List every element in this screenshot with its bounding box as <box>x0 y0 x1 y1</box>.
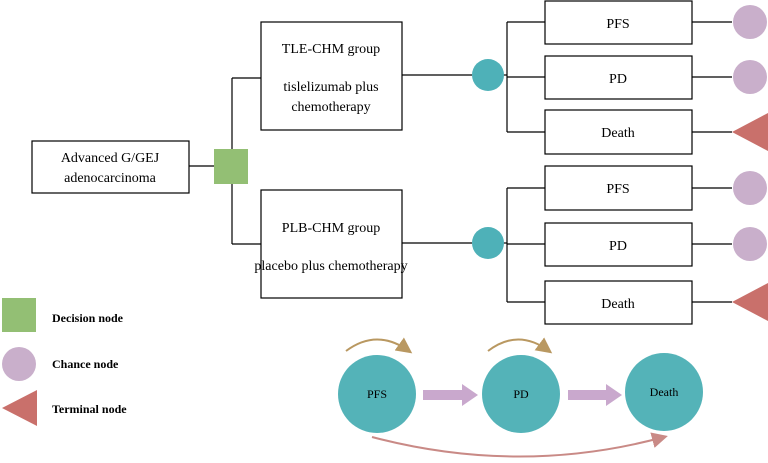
legend-label-chance: Chance node <box>52 357 119 371</box>
root-label-line1: Advanced G/GEJ <box>61 151 160 166</box>
terminal-triangle-icon <box>732 283 768 321</box>
legend: Decision node Chance node Terminal node <box>2 298 127 426</box>
arm-description-line1: placebo plus chemotherapy <box>254 259 407 274</box>
root-box <box>31 140 190 194</box>
chance-circle-icon <box>733 227 767 261</box>
terminal-markers <box>732 5 768 321</box>
chance-circle-icon <box>2 347 36 381</box>
transition-arc-pfs-death <box>371 432 668 458</box>
outcome-box <box>544 0 693 45</box>
outcome-box <box>544 280 693 325</box>
arm1-outcomes: PFS PD Death <box>544 0 693 155</box>
state-label-pd: PD <box>513 387 529 401</box>
chance-circle-icon <box>733 5 767 39</box>
state-label-pfs: PFS <box>367 387 387 401</box>
outcome-label: Death <box>601 297 634 312</box>
self-loop-arrow-pd <box>487 337 553 354</box>
arm-box <box>260 21 403 131</box>
state-node-pd <box>482 355 560 433</box>
arm-tle-chm: TLE-CHM group tislelizumab plus chemothe… <box>260 21 403 131</box>
state-node-pfs <box>338 355 416 433</box>
decision-square-icon <box>214 149 248 184</box>
outcome-box <box>544 222 693 267</box>
chance-circle-icon <box>733 171 767 205</box>
outcome-box <box>544 109 693 155</box>
arm-description-line2: chemotherapy <box>291 100 370 115</box>
root-label-line2: adenocarcinoma <box>64 171 157 186</box>
outcome-label: PD <box>609 239 627 254</box>
arm2-outcomes: PFS PD Death <box>544 165 693 325</box>
outcome-label: PD <box>609 72 627 87</box>
chance-circle-icon <box>472 227 504 259</box>
outcome-label: PFS <box>606 17 629 32</box>
arm-plb-chm: PLB-CHM group placebo plus chemotherapy <box>254 189 408 299</box>
chance-circle-icon <box>733 60 767 94</box>
decision-square-icon <box>2 298 36 332</box>
outcome-label: PFS <box>606 182 629 197</box>
transition-arrow-pd-death <box>568 384 622 406</box>
chance-circle-icon <box>472 59 504 91</box>
state-node-death <box>625 353 703 431</box>
markov-state-diagram: PFS PD Death <box>338 337 703 458</box>
outcome-label: Death <box>601 126 634 141</box>
arm-description-line1: tislelizumab plus <box>283 80 378 95</box>
tree-connectors <box>189 21 732 303</box>
legend-label-terminal: Terminal node <box>52 402 127 416</box>
arm-title: PLB-CHM group <box>282 221 380 236</box>
outcome-box <box>544 55 693 100</box>
transition-arrow-pfs-pd <box>423 384 478 406</box>
outcome-box <box>544 165 693 211</box>
arm-title: TLE-CHM group <box>282 42 380 57</box>
arm-box <box>260 189 403 299</box>
legend-label-decision: Decision node <box>52 311 124 325</box>
terminal-triangle-icon <box>2 390 37 426</box>
root-node: Advanced G/GEJ adenocarcinoma <box>31 140 190 194</box>
state-label-death: Death <box>650 385 679 399</box>
terminal-triangle-icon <box>732 113 768 151</box>
self-loop-arrow-pfs <box>345 337 413 354</box>
